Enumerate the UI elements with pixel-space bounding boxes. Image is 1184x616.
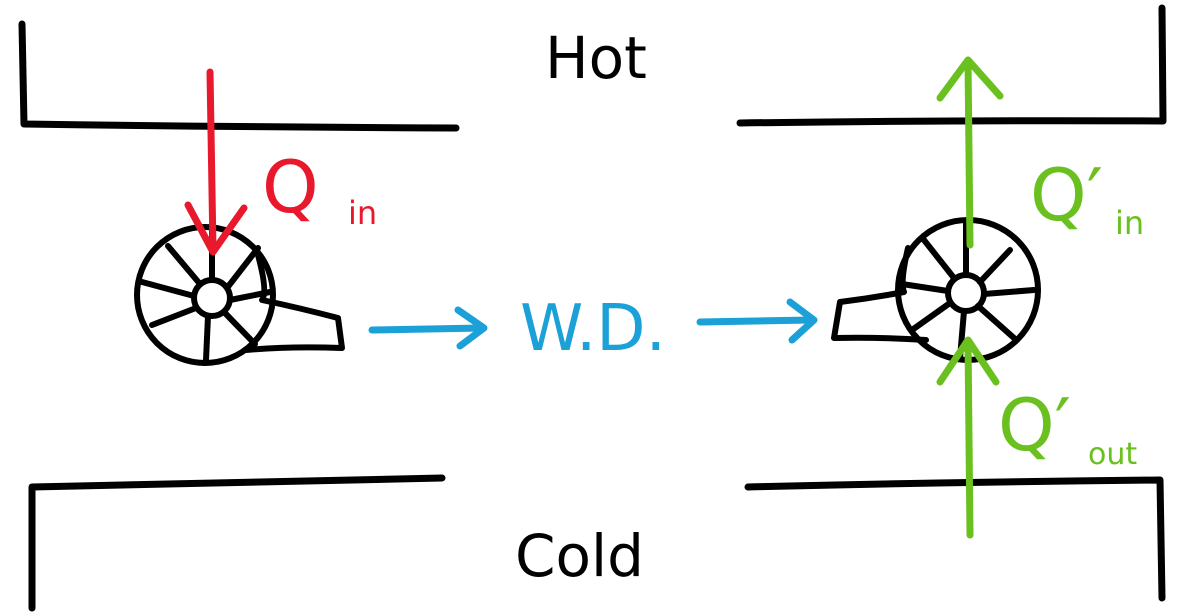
work-arrow-left	[368, 306, 488, 350]
heat-from-cold-label: Q′	[998, 383, 1071, 467]
heat-in-label: Q	[262, 145, 319, 229]
heat-to-hot-arrow	[936, 56, 1004, 249]
heat-from-cold-arrow	[936, 336, 1000, 539]
cold-label: Cold	[515, 522, 644, 590]
heat-engine-turbine-icon	[134, 224, 345, 366]
cold-reservoir-left-wall	[28, 474, 446, 612]
hot-reservoir-left-wall	[18, 20, 460, 132]
heat-to-hot-label: Q′	[1030, 153, 1103, 237]
hot-label: Hot	[545, 24, 647, 92]
hot-reservoir-right-wall	[736, 4, 1167, 127]
heat-to-hot-subscript: in	[1115, 204, 1144, 242]
work-arrow-right	[696, 298, 818, 344]
cold-reservoir-right-wall	[744, 476, 1166, 602]
heat-from-cold-subscript: out	[1088, 437, 1137, 472]
heat-in-subscript: in	[348, 194, 377, 232]
work-done-label: W.D.	[520, 292, 666, 366]
heat-in-arrow	[184, 68, 248, 256]
heat-pump-turbine-icon	[831, 217, 1041, 363]
